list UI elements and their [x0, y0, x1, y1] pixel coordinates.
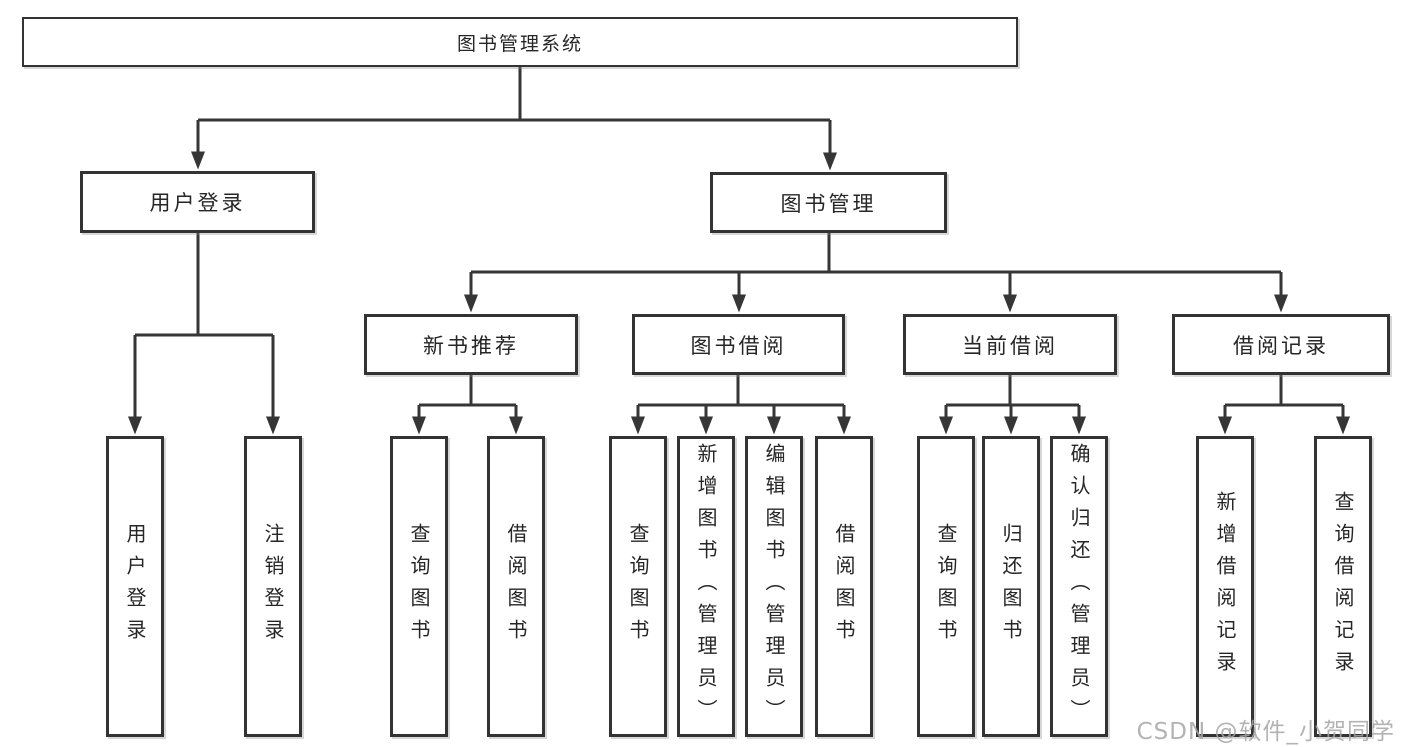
rail-current-borrow — [946, 375, 1079, 407]
rail-user-login — [135, 233, 273, 337]
node-borrowing-records: 借阅记录 — [1172, 314, 1390, 375]
csdn-watermark: CSDN @软件_小贺同学 — [1136, 719, 1395, 745]
leaf-add-borrow-record: 新增借阅记录 — [1196, 436, 1254, 737]
leaf-edit-books-admin: 编辑图书（管理员） — [745, 436, 803, 737]
rail-book-borrow — [638, 375, 844, 407]
leaf-borrow-books-borrowing: 借阅图书 — [815, 436, 873, 737]
node-user-login: 用户登录 — [80, 171, 315, 233]
rail-root — [198, 67, 830, 122]
leaf-query-books-borrowing: 查询图书 — [609, 436, 667, 737]
leaf-query-borrow-record: 查询借阅记录 — [1314, 436, 1372, 737]
rail-book-management — [471, 233, 1281, 274]
node-book-management: 图书管理 — [710, 172, 947, 233]
leaf-query-books-current: 查询图书 — [917, 436, 975, 737]
node-current-borrowing: 当前借阅 — [903, 314, 1117, 375]
node-root-system: 图书管理系统 — [22, 17, 1018, 67]
node-book-borrowing: 图书借阅 — [632, 314, 845, 375]
leaf-add-books-admin: 新增图书（管理员） — [677, 436, 735, 737]
rail-borrow-record — [1225, 375, 1343, 407]
node-new-book-recommend: 新书推荐 — [364, 314, 578, 375]
leaf-query-books-recommend: 查询图书 — [390, 436, 448, 737]
leaf-confirm-return-admin: 确认归还（管理员） — [1050, 436, 1108, 737]
rail-new-book — [419, 375, 516, 407]
leaf-borrow-books-recommend: 借阅图书 — [487, 436, 545, 737]
leaf-user-login: 用户登录 — [106, 436, 164, 737]
leaf-return-books: 归还图书 — [982, 436, 1040, 737]
leaf-logout-login: 注销登录 — [244, 436, 302, 737]
